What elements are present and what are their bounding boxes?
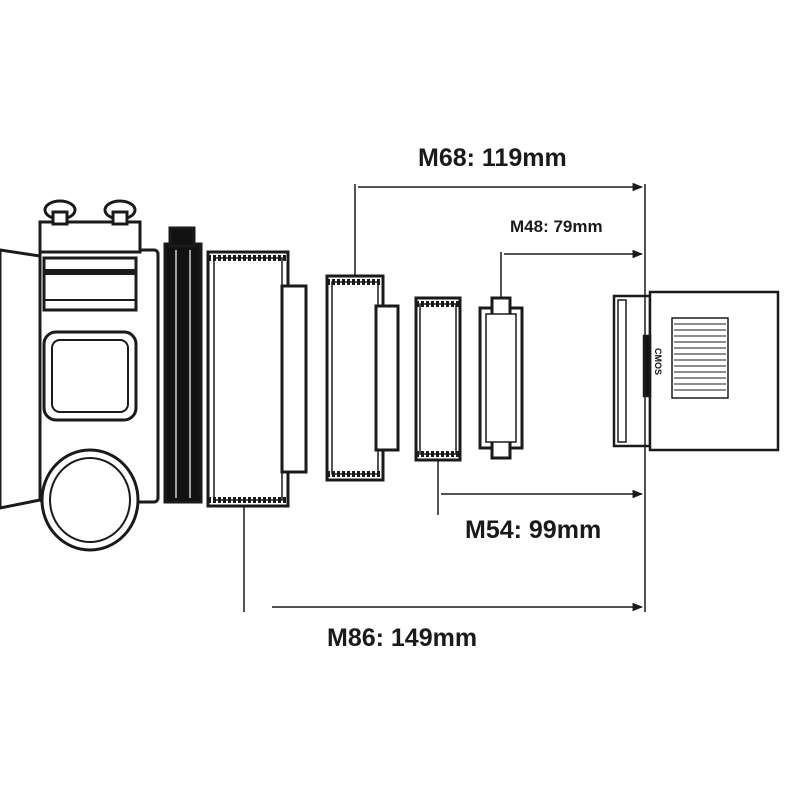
dimension-lines (243, 182, 646, 612)
adapter-m86 (206, 250, 308, 508)
focus-knob (40, 448, 140, 552)
label-m48: M48: 79mm (510, 217, 603, 236)
adapter-m68 (325, 274, 400, 482)
label-m68: M68: 119mm (418, 144, 567, 172)
mount-block (38, 199, 142, 312)
label-m54: M54: 99mm (465, 516, 601, 544)
camera-sensor-label: CMOS (653, 348, 663, 375)
cmos-camera (612, 290, 780, 452)
adapter-m48 (478, 296, 524, 460)
label-m86: M86: 149mm (327, 624, 477, 652)
adapter-m54 (414, 296, 462, 462)
telescope-focuser (0, 199, 203, 552)
drawtube-ring (163, 242, 203, 504)
